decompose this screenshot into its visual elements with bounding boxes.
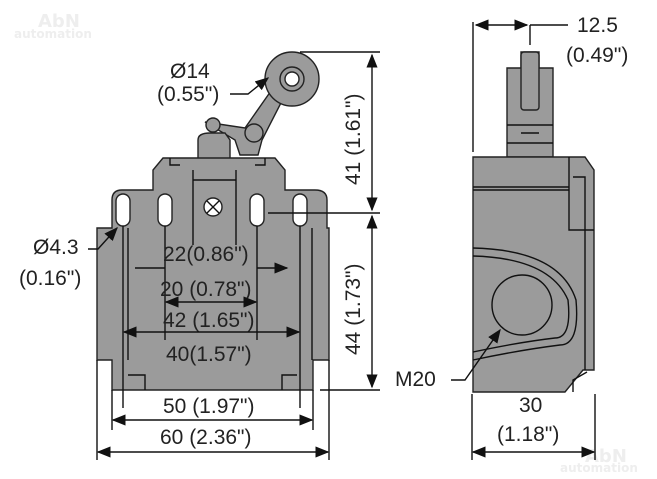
dim-20: 20 (0.78") (160, 278, 252, 301)
dim-plunger-inch: (0.49") (566, 44, 628, 67)
dim-height-body: 44 (1.73") (342, 263, 365, 355)
dim-width-mm: 30 (519, 394, 542, 417)
svg-text:AbN: AbN (38, 11, 80, 32)
svg-text:automation: automation (560, 461, 638, 475)
side-view (472, 51, 595, 393)
dim-50: 50 (1.97") (163, 395, 255, 418)
front-dimensions: 41 (1.61") 44 (1.73") Ø14 (0.55") Ø4.3 (… (19, 51, 380, 460)
dim-60: 60 (2.36") (160, 426, 252, 449)
dim-roller-inch: (0.55") (157, 83, 219, 106)
lever-arm (204, 87, 286, 156)
dim-thread: M20 (395, 368, 436, 391)
dim-width-inch: (1.18") (497, 423, 559, 446)
dim-42: 42 (1.65") (163, 309, 255, 332)
dim-hole-mm: Ø4.3 (33, 236, 79, 259)
dim-hole-inch: (0.16") (19, 267, 81, 290)
watermark-top-left: AbN automation (14, 11, 92, 41)
side-dimensions: 12.5 (0.49") M20 30 (1.18") (395, 14, 628, 460)
watermark-bottom-right: AbN automation (560, 446, 638, 475)
dim-roller-mm: Ø14 (170, 60, 210, 83)
dim-22: 22(0.86") (163, 243, 249, 266)
dim-height-top: 41 (1.61") (342, 93, 365, 185)
svg-text:automation: automation (14, 27, 92, 41)
dim-plunger-mm: 12.5 (577, 14, 618, 37)
m20-conduit-entry (491, 274, 553, 336)
dim-40: 40(1.57") (166, 343, 252, 366)
